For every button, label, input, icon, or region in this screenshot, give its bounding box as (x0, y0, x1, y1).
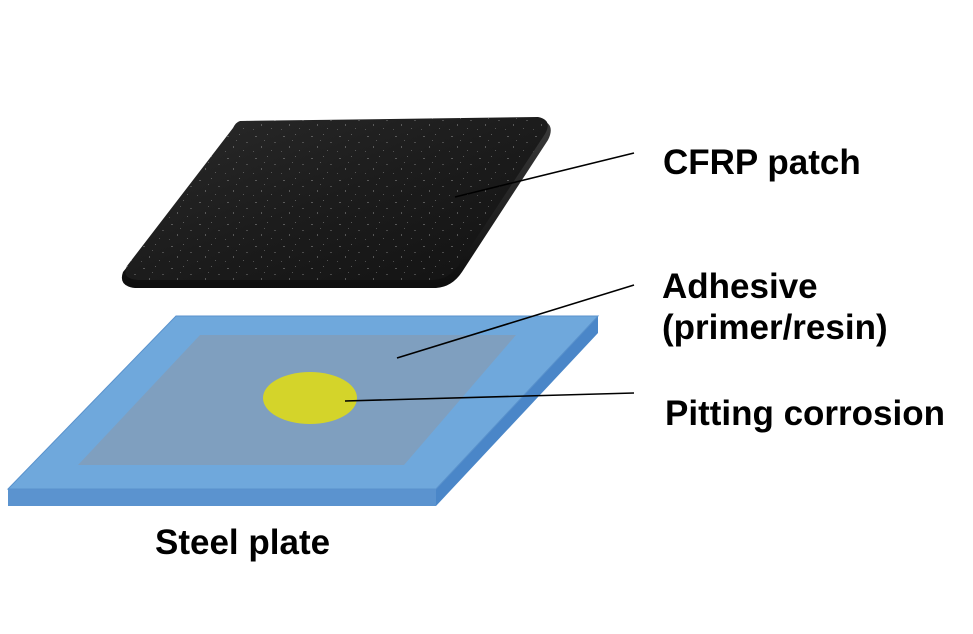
adhesive-label-line2: (primer/resin) (662, 308, 888, 348)
leader-line-adhesive (396, 284, 635, 359)
leader-line-pitting (344, 392, 635, 402)
cfrp-patch-texture (125, 117, 548, 280)
steel-plate-edge-front (8, 489, 436, 506)
pitting-corrosion-spot (263, 372, 357, 424)
pitting-corrosion-label-text: Pitting corrosion (665, 394, 945, 433)
leader-lines (344, 152, 635, 402)
cfrp-patch-label: CFRP patch (663, 142, 861, 183)
steel-plate-label: Steel plate (155, 522, 330, 563)
cfrp-patch (121, 117, 551, 288)
adhesive-label: Adhesive (primer/resin) (662, 266, 888, 349)
cfrp-patch-label-text: CFRP patch (663, 143, 861, 182)
steel-plate-label-text: Steel plate (155, 523, 331, 562)
leader-line-cfrp (454, 152, 635, 198)
steel-plate-edge-right (436, 316, 598, 506)
adhesive-label-line1: Adhesive (662, 267, 818, 306)
pitting-corrosion-label: Pitting corrosion (665, 393, 945, 434)
